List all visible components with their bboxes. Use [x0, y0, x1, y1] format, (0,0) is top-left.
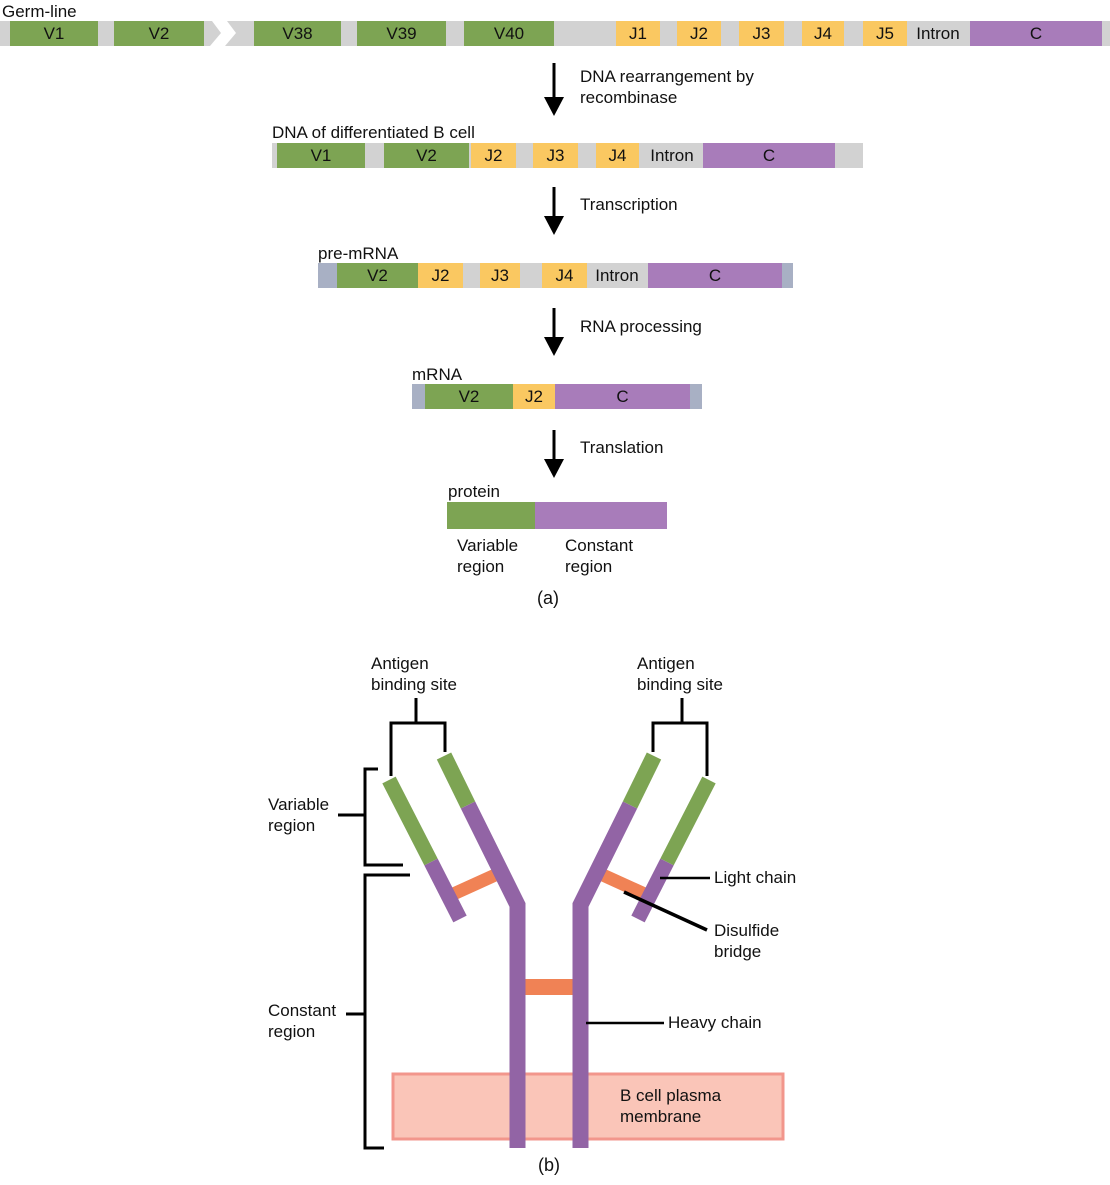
antigen-binding-site-label-left: Antigen binding site: [371, 654, 458, 694]
germline-bar: V1 V2 V38 V39 V40 J1 J2 J3 J4 J5 Intron …: [0, 21, 1110, 46]
caption-a: (a): [537, 588, 559, 608]
segment-j2: J2: [471, 143, 516, 168]
segment-intron: Intron: [916, 23, 960, 43]
segment-j5: J5: [863, 21, 907, 46]
segment-v38: V38: [254, 21, 341, 46]
down-arrow-icon: [544, 430, 564, 478]
segment-j3: J3: [739, 21, 784, 46]
b-cell-dna-label: DNA of differentiated B cell: [272, 123, 475, 142]
caption-b: (b): [538, 1155, 560, 1175]
heavy-chain-left: [436, 752, 526, 1148]
segment-j2: J2: [418, 263, 463, 288]
disulfide-bridge-pointer-line: [623, 890, 708, 932]
antigen-binding-site-label-right: Antigen binding site: [637, 654, 724, 694]
segment-j2: J2: [677, 21, 721, 46]
utr-cap: [782, 263, 793, 288]
disulfide-bridge-label: Disulfide bridge: [714, 921, 780, 961]
segment-j4: J4: [542, 263, 587, 288]
down-arrow-icon: [544, 63, 564, 116]
mrna-bar: V2 J2 C: [412, 384, 702, 409]
disulfide-bridge-right: [591, 865, 652, 902]
segment-v2: V2: [337, 263, 418, 288]
light-chain-left: [382, 776, 467, 923]
b-cell-dna-bar: V1 V2 J2 J3 J4 Intron C: [272, 143, 863, 168]
membrane-label: B cell plasma membrane: [620, 1086, 722, 1126]
segment-j4: J4: [596, 143, 639, 168]
segment-j4: J4: [802, 21, 844, 46]
segment-v2: V2: [425, 384, 513, 409]
antigen-binding-site-bracket-right: [651, 698, 709, 776]
segment-c: C: [555, 384, 690, 409]
mrna-label: mRNA: [412, 365, 463, 384]
protein-variable-region-label: Variable region: [457, 536, 519, 576]
germline-label: Germ-line: [2, 2, 77, 21]
variable-region-label: Variable region: [268, 795, 330, 835]
segment-v1: V1: [277, 143, 365, 168]
segment-v1: V1: [10, 21, 98, 46]
antigen-binding-site-bracket-left: [389, 698, 447, 776]
down-arrow-icon: [544, 308, 564, 356]
segment-c: C: [703, 143, 835, 168]
segment-intron: Intron: [595, 265, 639, 285]
constant-region-label: Constant region: [268, 1001, 337, 1041]
step-label-rna-processing: RNA processing: [580, 317, 702, 336]
protein-constant-region-label: Constant region: [565, 536, 634, 576]
utr-cap: [690, 384, 702, 409]
segment-j1: J1: [616, 21, 660, 46]
segment-v40: V40: [464, 21, 554, 46]
down-arrow-icon: [544, 187, 564, 235]
protein-bar: [447, 502, 667, 529]
utr-cap: [412, 384, 425, 409]
segment-c: C: [648, 263, 782, 288]
protein-label: protein: [448, 482, 500, 501]
step-label-transcription: Transcription: [580, 195, 678, 214]
protein-variable-half: [447, 502, 535, 529]
segment-j3: J3: [533, 143, 578, 168]
segment-intron: Intron: [650, 145, 694, 165]
segment-j2: J2: [513, 384, 555, 409]
pre-mrna-label: pre-mRNA: [318, 244, 399, 263]
segment-j3: J3: [480, 263, 520, 288]
light-chain-right: [631, 776, 716, 923]
pre-mrna-bar: V2 J2 J3 J4 Intron C: [318, 263, 793, 288]
step-label-translation: Translation: [580, 438, 664, 457]
disulfide-bridge-left: [446, 865, 507, 902]
segment-v2: V2: [384, 143, 469, 168]
step-label-recombination: DNA rearrangement by recombinase: [580, 67, 754, 107]
heavy-chain-label: Heavy chain: [668, 1013, 762, 1032]
segment-c: C: [970, 21, 1102, 46]
protein-constant-half: [535, 502, 667, 529]
light-chain-label: Light chain: [714, 868, 797, 887]
segment-v39: V39: [357, 21, 446, 46]
utr-cap: [318, 263, 337, 288]
segment-v2: V2: [114, 21, 204, 46]
